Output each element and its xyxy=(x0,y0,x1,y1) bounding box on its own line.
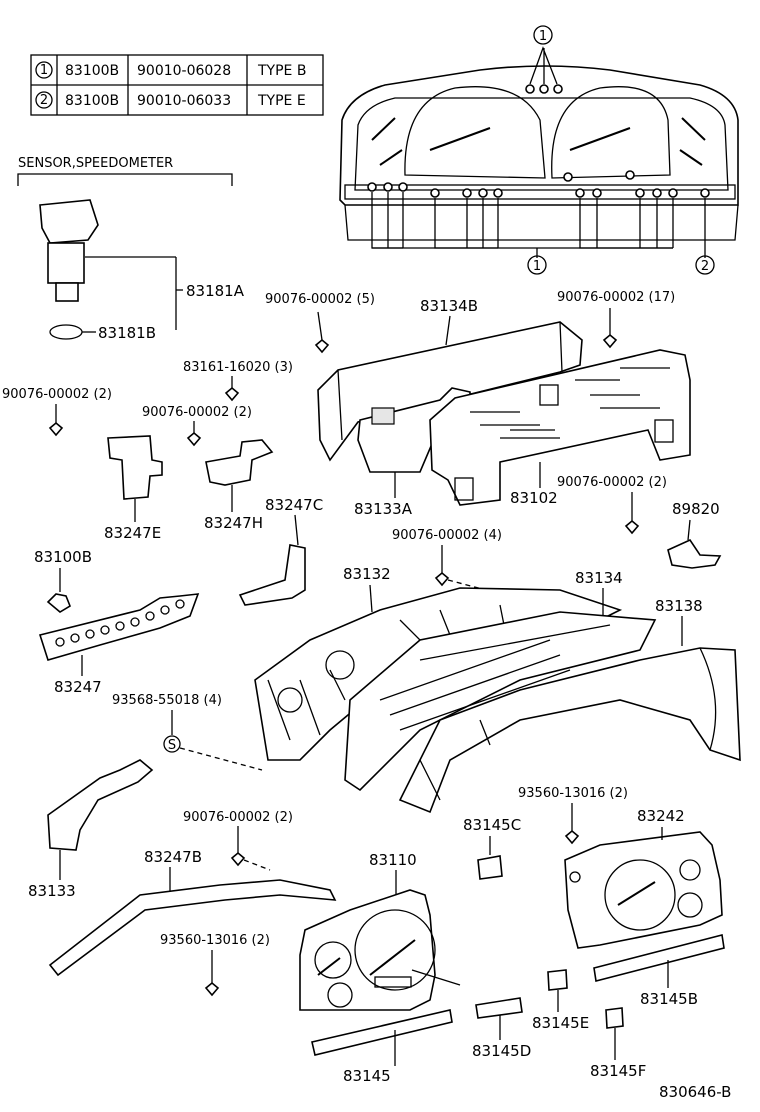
label-83247E: 83247E xyxy=(104,524,161,542)
part-89820: 90076-00002 (2) 89820 xyxy=(557,475,722,569)
label-93568: 93568-55018 (4) xyxy=(112,693,222,708)
label-90076-2c: 90076-00002 (2) xyxy=(557,475,667,490)
label-90076-4: 90076-00002 (4) xyxy=(392,528,502,543)
table-row-2-type: TYPE E xyxy=(257,93,306,109)
table-row-1-marker: 1 xyxy=(40,63,48,78)
label-sensor-speedometer: SENSOR,SPEEDOMETER xyxy=(18,156,173,171)
label-83145B: 83145B xyxy=(640,990,698,1008)
type-table: 1 83100B 90010-06028 TYPE B 2 83100B 900… xyxy=(30,54,324,116)
label-83181B: 83181B xyxy=(98,324,156,342)
label-90076-2b: 90076-00002 (2) xyxy=(142,405,252,420)
combination-meter-illustration: 1 1 2 xyxy=(339,25,739,275)
label-83133A: 83133A xyxy=(354,500,413,518)
marker-1-top: 1 xyxy=(539,29,547,44)
label-93560-a: 93560-13016 (2) xyxy=(518,786,628,801)
label-83145C: 83145C xyxy=(463,816,521,834)
label-83132: 83132 xyxy=(343,565,391,583)
label-83134: 83134 xyxy=(575,569,623,587)
label-83161: 83161-16020 (3) xyxy=(183,360,293,375)
label-83110: 83110 xyxy=(369,851,417,869)
label-90076-2a: 90076-00002 (2) xyxy=(2,387,112,402)
part-83145D xyxy=(475,997,523,1019)
meter-dial-83110 xyxy=(299,889,461,1011)
lens-83134 xyxy=(344,611,657,792)
wire-83247B xyxy=(48,879,337,977)
circuit-plate-83247C xyxy=(238,544,306,606)
part-83145C xyxy=(477,855,503,880)
label-93560-b: 93560-13016 (2) xyxy=(160,933,270,948)
printed-circuit-83102 xyxy=(429,349,691,506)
speedometer-sensor-body xyxy=(39,199,99,244)
label-83247B: 83247B xyxy=(144,848,202,866)
label-83181A: 83181A xyxy=(186,282,245,300)
label-89820: 89820 xyxy=(672,500,720,518)
table-row-2-marker: 2 xyxy=(40,93,48,108)
label-83145F: 83145F xyxy=(590,1062,646,1080)
circuit-plate-83247H xyxy=(205,439,274,486)
table-row-1-number: 90010-06028 xyxy=(137,63,231,79)
hood-83133 xyxy=(47,759,154,851)
label-83138: 83138 xyxy=(655,597,703,615)
diagram-code: 830646-B xyxy=(659,1083,731,1101)
o-ring-83181B xyxy=(49,324,83,340)
marker-2: 2 xyxy=(701,259,709,274)
label-90076-17: 90076-00002 (17) xyxy=(557,290,675,305)
label-83134B: 83134B xyxy=(420,297,478,315)
label-83242: 83242 xyxy=(637,807,685,825)
marker-s: S xyxy=(168,738,176,753)
speedometer-sensor-group: SENSOR,SPEEDOMETER 83181A 83181B xyxy=(17,156,245,342)
marker-1-bottom: 1 xyxy=(533,259,541,274)
meter-bulbs xyxy=(367,84,710,198)
label-90076-2d: 90076-00002 (2) xyxy=(183,810,293,825)
table-row-2-number: 90010-06033 xyxy=(137,93,231,109)
label-83145E: 83145E xyxy=(532,1014,589,1032)
part-83145E xyxy=(547,969,568,991)
part-83145F xyxy=(605,1007,624,1029)
upper-screws: 90076-00002 (5) 90076-00002 (17) 83161-1… xyxy=(2,290,675,447)
circuit-plate-83247 xyxy=(38,593,200,661)
table-row-1-type: TYPE B xyxy=(257,63,306,79)
bulb-83100B xyxy=(46,593,71,613)
garnish-83138 xyxy=(398,647,741,814)
table-row-2-part: 83100B xyxy=(65,93,119,109)
label-83247: 83247 xyxy=(54,678,102,696)
label-83145: 83145 xyxy=(343,1067,391,1085)
meter-dial-83242 xyxy=(564,831,723,949)
label-83145D: 83145D xyxy=(472,1042,531,1060)
label-83247H: 83247H xyxy=(204,514,263,532)
plate-83247-holes xyxy=(55,599,185,647)
label-90076-5: 90076-00002 (5) xyxy=(265,292,375,307)
strip-83145 xyxy=(311,1009,453,1056)
label-83100B: 83100B xyxy=(34,548,92,566)
table-row-1-part: 83100B xyxy=(65,63,119,79)
strip-83145B xyxy=(593,934,725,982)
label-83102: 83102 xyxy=(510,489,558,507)
label-83247C: 83247C xyxy=(265,496,323,514)
label-83133: 83133 xyxy=(28,882,76,900)
circuit-plate-83247E xyxy=(107,435,163,500)
